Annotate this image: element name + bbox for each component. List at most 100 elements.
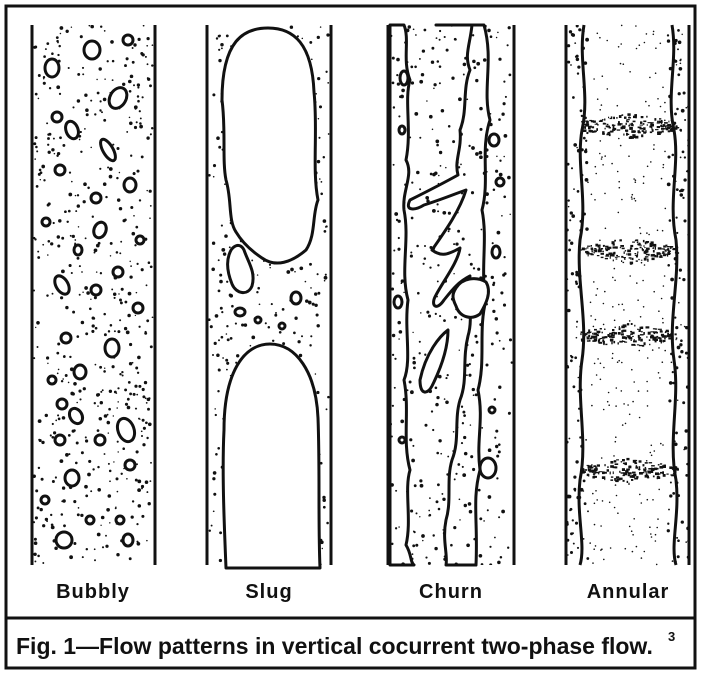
gas-bubble — [42, 218, 50, 226]
liquid-dot — [51, 436, 54, 439]
wave-band-mark — [643, 123, 645, 125]
core-droplet — [652, 247, 654, 249]
wave-band-mark — [665, 249, 667, 251]
wave-band-mark — [646, 248, 650, 250]
liquid-dot — [677, 346, 681, 350]
liquid-dot — [319, 105, 322, 108]
liquid-dot — [95, 364, 97, 366]
liquid-dot — [498, 386, 501, 389]
wave-band-mark — [623, 262, 625, 263]
wave-band-mark — [645, 462, 648, 464]
liquid-dot — [504, 134, 508, 138]
liquid-dot — [438, 183, 439, 184]
liquid-dot — [108, 432, 109, 433]
wave-band-mark — [612, 339, 613, 341]
wave-band-mark — [585, 248, 587, 249]
liquid-dot — [672, 154, 675, 157]
wave-band-mark — [585, 126, 586, 129]
liquid-dot — [316, 313, 319, 316]
liquid-dot — [421, 534, 425, 538]
liquid-dot — [82, 67, 84, 69]
liquid-dot — [122, 83, 125, 86]
liquid-dot — [393, 164, 395, 166]
liquid-dot — [48, 240, 51, 243]
wave-band-mark — [624, 117, 627, 119]
liquid-dot — [106, 508, 110, 512]
core-droplet — [600, 525, 602, 527]
liquid-dot — [471, 191, 474, 194]
liquid-dot — [432, 534, 434, 536]
wave-band-mark — [655, 472, 659, 475]
wave-band-mark — [641, 260, 643, 261]
wave-band-mark — [616, 255, 618, 256]
liquid-dot — [226, 281, 228, 283]
liquid-dot — [219, 280, 223, 284]
wave-band-mark — [605, 258, 608, 259]
liquid-dot — [434, 171, 438, 175]
liquid-dot — [120, 301, 123, 304]
gas-bubble — [496, 178, 504, 186]
liquid-dot — [479, 107, 483, 111]
liquid-dot — [43, 82, 46, 85]
liquid-dot — [672, 371, 674, 373]
wave-band-mark — [659, 337, 662, 339]
liquid-dot — [309, 263, 312, 266]
core-droplet — [594, 363, 596, 365]
liquid-dot — [37, 346, 39, 348]
liquid-dot — [265, 322, 267, 324]
wave-band-mark — [604, 478, 605, 480]
liquid-dot — [52, 423, 54, 425]
liquid-dot — [141, 268, 144, 271]
liquid-dot — [587, 181, 589, 183]
wave-band-mark — [651, 470, 654, 473]
liquid-dot — [86, 113, 89, 116]
wave-band-mark — [643, 132, 645, 134]
liquid-dot — [221, 248, 225, 252]
liquid-dot — [459, 498, 461, 500]
core-droplet — [662, 361, 664, 363]
gas-bubble — [123, 35, 133, 45]
wave-band-mark — [657, 121, 659, 123]
liquid-dot — [444, 555, 446, 557]
liquid-dot — [282, 308, 285, 311]
liquid-dot — [425, 557, 427, 559]
liquid-dot — [474, 335, 477, 338]
liquid-dot — [109, 390, 112, 393]
liquid-dot — [681, 34, 682, 35]
liquid-dot — [100, 401, 103, 404]
wave-band-mark — [665, 465, 666, 468]
core-droplet — [640, 316, 642, 318]
liquid-dot — [439, 65, 442, 68]
liquid-dot — [94, 248, 98, 252]
liquid-dot — [57, 244, 60, 247]
core-droplet — [655, 72, 657, 74]
core-droplet — [591, 194, 593, 196]
liquid-dot — [316, 391, 319, 394]
liquid-dot — [490, 35, 493, 38]
liquid-dot — [62, 499, 65, 502]
liquid-dot — [139, 199, 141, 201]
core-droplet — [615, 405, 617, 407]
liquid-dot — [419, 516, 420, 517]
wave-band-mark — [657, 132, 661, 135]
core-droplet — [617, 105, 619, 107]
liquid-dot — [33, 357, 35, 359]
wave-band-mark — [668, 121, 669, 123]
core-droplet — [659, 377, 661, 379]
liquid-dot — [221, 336, 224, 339]
liquid-dot — [587, 510, 589, 512]
liquid-dot — [317, 292, 320, 295]
liquid-dot — [137, 83, 140, 86]
liquid-dot — [432, 209, 436, 213]
gas-bubble — [74, 245, 82, 255]
core-droplet — [603, 303, 605, 305]
liquid-dot — [399, 330, 403, 334]
wave-band-mark — [590, 465, 593, 467]
liquid-dot — [48, 151, 51, 154]
liquid-dot — [586, 557, 589, 560]
liquid-dot — [327, 82, 329, 84]
core-droplet — [653, 34, 655, 36]
liquid-dot — [80, 131, 82, 133]
liquid-dot — [585, 148, 587, 150]
wave-band-mark — [631, 130, 635, 133]
